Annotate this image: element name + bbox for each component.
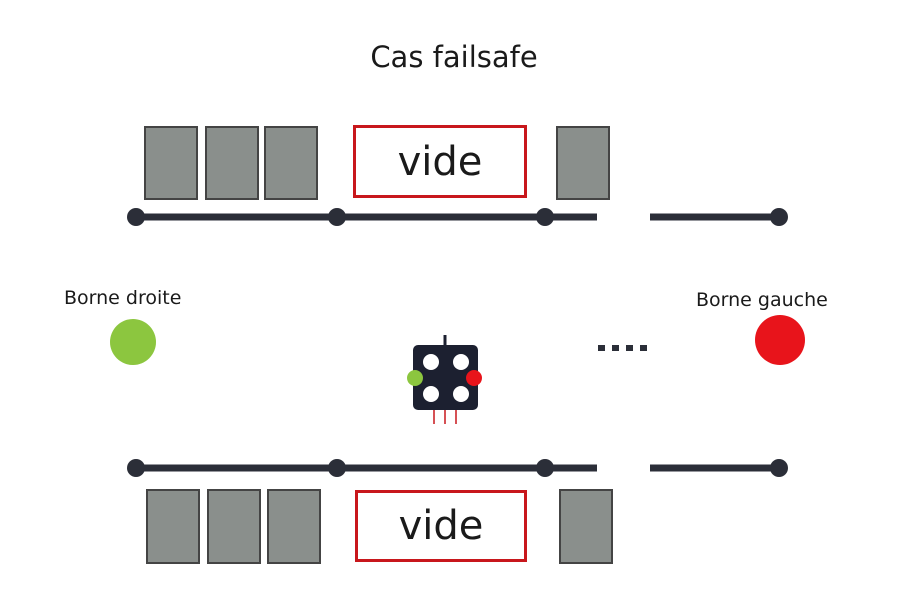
vehicle-block [205, 126, 259, 200]
track-node [127, 208, 145, 226]
terminal-left-label: Borne gauche [696, 289, 828, 311]
track-node [328, 208, 346, 226]
track-node [536, 208, 554, 226]
vehicle-block [146, 489, 200, 564]
empty-slot-label: vide [397, 138, 483, 185]
vehicle-block [264, 126, 318, 200]
vehicle-block [556, 126, 610, 200]
track-node [536, 459, 554, 477]
vehicle-block [207, 489, 261, 564]
bottom-track [127, 459, 788, 564]
signal-lamp-green [407, 370, 423, 386]
top-track [127, 126, 788, 226]
empty-slot-top: vide [353, 125, 527, 198]
signal-lamp-red [466, 370, 482, 386]
vehicle-block [267, 489, 321, 564]
empty-slot-bottom: vide [355, 490, 527, 562]
signal-icon [407, 335, 482, 424]
ellipsis-dots [598, 345, 647, 351]
terminal-right-label: Borne droite [64, 287, 182, 309]
empty-slot-label: vide [398, 503, 484, 549]
diagram-title: Cas failsafe [370, 40, 538, 74]
vehicle-block [559, 489, 613, 564]
vehicle-block [144, 126, 198, 200]
track-node [770, 459, 788, 477]
terminal-right-dot [110, 319, 156, 365]
track-node [328, 459, 346, 477]
terminal-left-dot [755, 315, 805, 365]
track-node [127, 459, 145, 477]
track-node [770, 208, 788, 226]
